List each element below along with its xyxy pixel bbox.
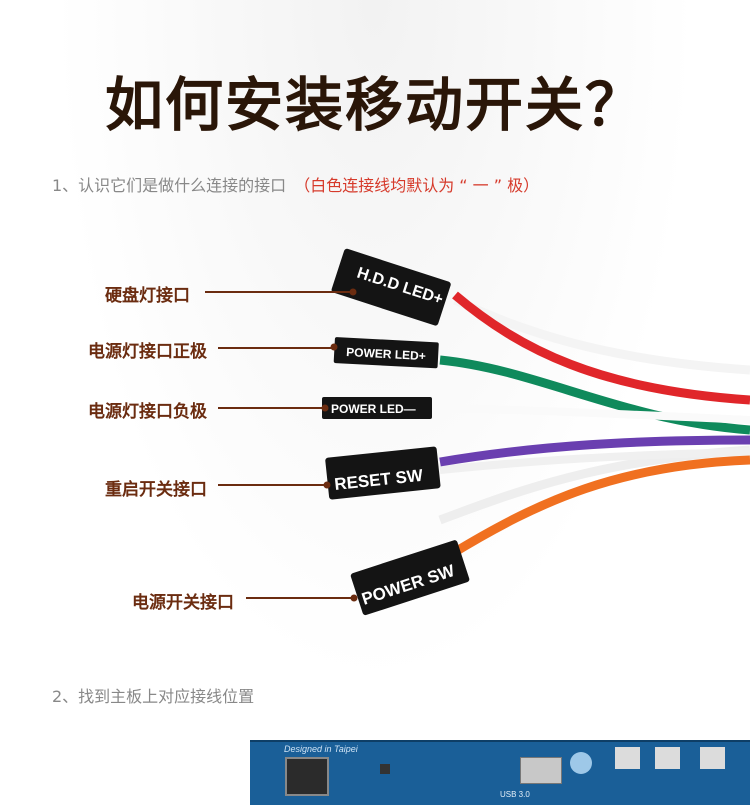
wire-power-led-pos (439, 355, 750, 435)
wire-power-led-neg (434, 404, 750, 424)
label-reset-sw: 重启开关接口 (105, 480, 207, 500)
wire-hdd (452, 291, 750, 405)
board-usb-port (615, 747, 640, 769)
plug-text-power-led-pos: POWER LED+ (346, 345, 426, 363)
board-capacitor (570, 752, 592, 774)
board-chip (285, 757, 329, 796)
label-hdd-led: 硬盘灯接口 (105, 286, 190, 306)
board-print-text: Designed in Taipei (284, 744, 358, 754)
dot-power-led-pos (330, 343, 338, 351)
wire-power-sw (447, 455, 750, 559)
board-connector (520, 757, 562, 784)
plug-power-led-neg (322, 397, 432, 419)
leader-power-sw (246, 597, 352, 599)
board-usb-port (700, 747, 725, 769)
leader-reset-sw (218, 484, 325, 486)
label-power-led-pos: 电源灯接口正极 (88, 342, 207, 362)
plug-power-led-pos (333, 337, 439, 369)
plug-reset-sw (325, 446, 441, 500)
step-one-text: 1、认识它们是做什么连接的接口 (52, 176, 287, 195)
wire-reset (439, 435, 750, 467)
board-component (380, 764, 390, 774)
wire-white-reset (439, 448, 750, 474)
leader-power-led-pos (218, 347, 332, 349)
board-usb-label: USB 3.0 (500, 790, 530, 799)
leader-hdd-led (205, 291, 351, 293)
dot-power-sw (350, 594, 358, 602)
plug-text-power-led-neg: POWER LED— (331, 402, 416, 416)
wire-white-hdd (453, 295, 750, 375)
dot-hdd (349, 288, 357, 296)
motherboard-image: Designed in Taipei USB 3.0 (250, 740, 750, 805)
label-power-sw: 电源开关接口 (132, 593, 234, 613)
plug-power-sw (350, 540, 470, 616)
step-one: 1、认识它们是做什么连接的接口 （白色连接线均默认为 “ 一 ” 极） (52, 172, 539, 196)
dot-reset (323, 481, 331, 489)
plug-hdd-led (331, 248, 451, 326)
board-usb-port (655, 747, 680, 769)
step-one-note: （白色连接线均默认为 “ 一 ” 极） (294, 176, 540, 195)
dot-power-led-neg (321, 404, 329, 412)
leader-power-led-neg (218, 407, 323, 409)
label-power-led-neg: 电源灯接口负极 (88, 402, 207, 422)
step-two: 2、找到主板上对应接线位置 (52, 687, 255, 706)
page-title: 如何安装移动开关？ (104, 71, 645, 139)
